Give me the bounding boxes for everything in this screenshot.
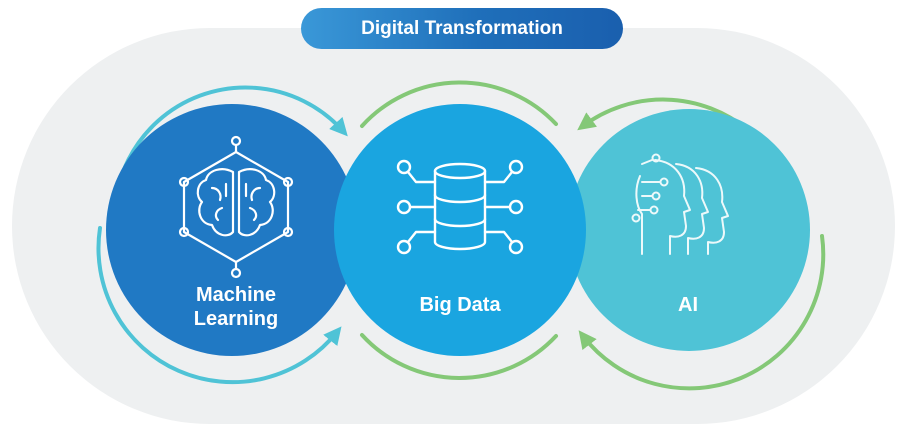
human-heads-circuit-icon: [631, 153, 729, 255]
brain-network-icon: [178, 135, 294, 279]
database-network-icon: [396, 159, 524, 255]
ai-label: AI: [678, 294, 698, 316]
big-data-label: Big Data: [419, 294, 501, 316]
ai-circle: [568, 109, 810, 351]
big-data-circle: [334, 104, 586, 356]
arrow-ai-bottom: [578, 234, 826, 391]
arrow-bd-bottom: [360, 333, 558, 380]
arrow-ml-bottom: [96, 226, 342, 385]
machine-learning-label-line1: Machine: [195, 284, 277, 306]
title-banner: Digital Transformation: [301, 8, 623, 49]
machine-learning-label: Machine Learning: [162, 283, 310, 331]
machine-learning-label-line2: Learning: [193, 308, 279, 330]
arrow-bd-top: [360, 80, 558, 128]
